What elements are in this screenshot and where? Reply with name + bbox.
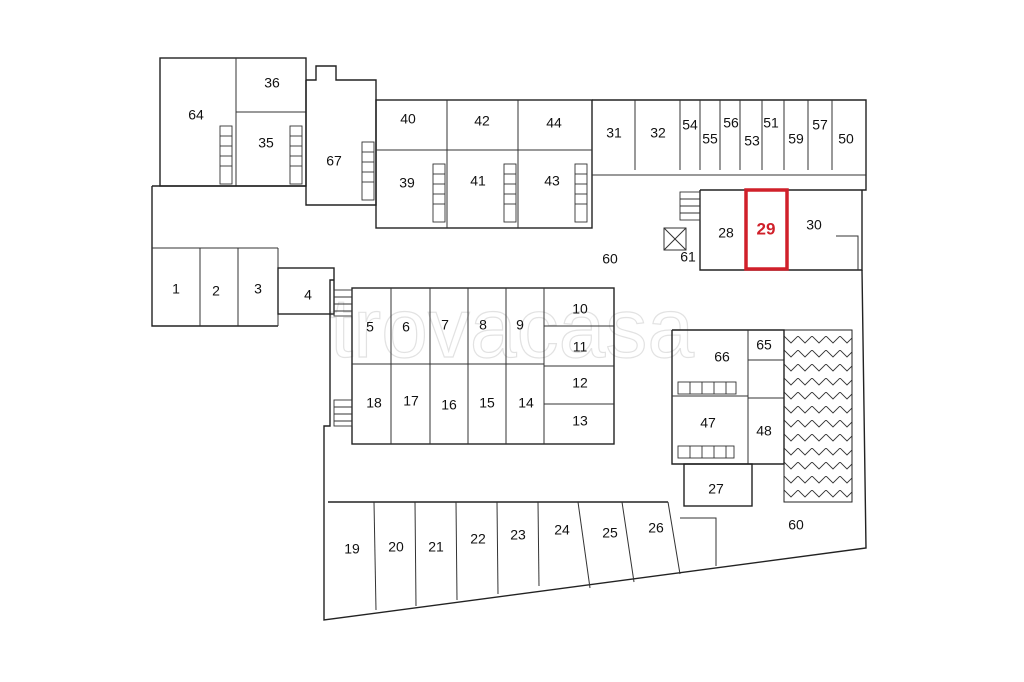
- watermark-text: trovacasa: [330, 281, 694, 375]
- unit-label: 31: [606, 125, 622, 141]
- top-middle-block: [375, 99, 593, 229]
- unit-label: 6: [402, 319, 410, 335]
- unit-label: 47: [700, 415, 716, 431]
- unit-label: 42: [474, 113, 490, 129]
- elevator-icon: [663, 227, 687, 251]
- top-right-block: [592, 99, 867, 191]
- unit-label: 17: [403, 393, 419, 409]
- unit-label: 12: [572, 375, 588, 391]
- unit-label: 20: [388, 539, 404, 555]
- unit-label: 54: [682, 117, 698, 133]
- unit-label: 26: [648, 520, 664, 536]
- unit-label: 60: [788, 517, 804, 533]
- unit-label: 48: [756, 423, 772, 439]
- right-middle-block: [671, 329, 853, 507]
- unit-label: 56: [723, 115, 739, 131]
- unit-label: 36: [264, 75, 280, 91]
- unit-label: 35: [258, 135, 274, 151]
- unit-label: 19: [344, 541, 360, 557]
- unit-label: 2: [212, 283, 220, 299]
- unit-label: 27: [708, 481, 724, 497]
- unit-label: 23: [510, 527, 526, 543]
- unit-label-highlighted: 29: [757, 219, 776, 238]
- unit-label: 7: [441, 317, 449, 333]
- unit-label: 51: [763, 115, 779, 131]
- right-unit-block: [663, 188, 863, 271]
- staircase-icon: [677, 381, 737, 459]
- unit-label: 10: [572, 301, 588, 317]
- center-grid: [333, 287, 615, 445]
- unit-label: 21: [428, 539, 444, 555]
- unit-label: 30: [806, 217, 822, 233]
- unit-label: 14: [518, 395, 534, 411]
- unit-label: 32: [650, 125, 666, 141]
- unit-label: 50: [838, 131, 854, 147]
- unit-label: 13: [572, 413, 588, 429]
- unit-label: 18: [366, 395, 382, 411]
- unit-label: 15: [479, 395, 495, 411]
- left-block: [151, 185, 867, 621]
- unit-label: 67: [326, 153, 342, 169]
- unit-label: 64: [188, 107, 204, 123]
- staircase-icon: [333, 289, 353, 427]
- unit-label: 25: [602, 525, 618, 541]
- unit-label: 3: [254, 281, 262, 297]
- staircase-icon: [679, 191, 701, 221]
- bottom-row: [328, 501, 717, 611]
- highlight-frame: [744, 188, 789, 271]
- unit-label: 61: [680, 249, 696, 265]
- ramp-hatch: [783, 329, 853, 503]
- unit-label: 22: [470, 531, 486, 547]
- unit-label: 8: [479, 317, 487, 333]
- unit-label: 24: [554, 522, 570, 538]
- unit-label: 28: [718, 225, 734, 241]
- unit-label: 66: [714, 349, 730, 365]
- staircase-icon: [219, 125, 375, 201]
- unit-label: 41: [470, 173, 486, 189]
- unit-label: 1: [172, 281, 180, 297]
- unit-label: 43: [544, 173, 560, 189]
- unit-label: 16: [441, 397, 457, 413]
- unit-label: 57: [812, 117, 828, 133]
- unit-label: 65: [756, 337, 772, 353]
- unit-label: 44: [546, 115, 562, 131]
- unit-label: 59: [788, 131, 804, 147]
- unit-label: 5: [366, 319, 374, 335]
- unit-label: 11: [573, 339, 588, 355]
- unit-label: 40: [400, 111, 416, 127]
- unit-label: 9: [516, 317, 524, 333]
- unit-label: 53: [744, 133, 760, 149]
- staircase-icon: [432, 163, 588, 223]
- unit-label: 60: [602, 251, 618, 267]
- unit-label: 4: [304, 287, 312, 303]
- unit-label: 55: [702, 131, 718, 147]
- unit-label: 39: [399, 175, 415, 191]
